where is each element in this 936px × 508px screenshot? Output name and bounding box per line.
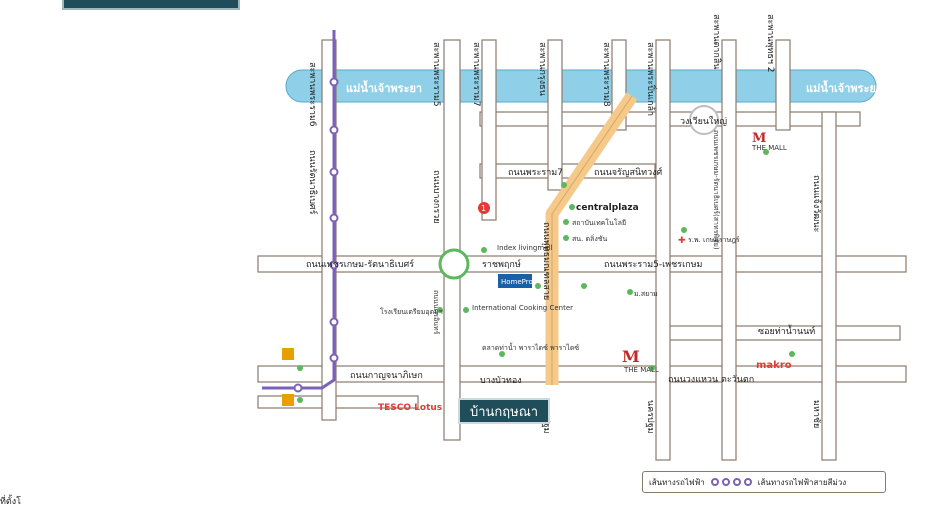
label-the-mall-2: THE MALL <box>623 366 659 374</box>
label-bang-bua-thong: บางบัวทอง <box>480 376 522 386</box>
number-marker-label: 1 <box>481 204 486 213</box>
label-market: ตลาดท่าน้ำ พาราไดซ์ พาราไดซ์ <box>482 341 579 352</box>
label-central-plaza: centralplaza <box>576 203 639 213</box>
label-hospital: ร.พ. เกษมราษฎร์ <box>688 236 740 244</box>
label-pinklao: สะพานพระปิ่นเกล้า <box>645 42 658 116</box>
bigc-icon-1 <box>282 348 294 360</box>
label-rama2: สะพานพุทธฯ 2 <box>765 14 775 72</box>
label-school-1: โรงเรียนเตรียมอุดมฯ <box>380 307 443 316</box>
label-nong-khaem: ถนนวงแหวน ตะวันตก <box>668 375 754 385</box>
label-wong-wian-yai: วงเวียนใหญ่ <box>680 116 727 127</box>
legend: เส้นทางรถไฟฟ้า เส้นทางรถไฟฟ้าสายสีม่วง <box>642 471 886 493</box>
label-nonthaburi-2: นครปฐม <box>645 400 655 434</box>
label-chaengwattana: ถนนแจ้งวัฒนะ <box>811 175 822 233</box>
river-label-left: แม่น้ำเจ้าพระยา <box>346 80 422 95</box>
label-tesco: TESCO Lotus <box>378 403 442 413</box>
project-marker: บ้านกฤษณา <box>458 398 550 424</box>
label-charansanitwong: ถนนจรัญสนิทวงศ์ <box>594 166 663 178</box>
label-krungthon: สะพานกรุงธน <box>537 42 547 96</box>
label-bangkruai: ถนนบางกรวย <box>431 170 441 224</box>
legend-purple-line-label: เส้นทางรถไฟฟ้าสายสีม่วง <box>757 477 847 487</box>
place-markers <box>297 149 795 403</box>
mall-icon-2: M <box>622 347 640 366</box>
label-international-cooking: International Cooking Center <box>472 304 573 312</box>
vertical-roads <box>321 39 837 461</box>
top-banner <box>62 0 240 10</box>
label-nakhon-in: ถนนนครอินทร์ <box>432 290 440 335</box>
label-msch: ม.สยาม <box>634 290 658 298</box>
label-ratchaphruek: ราชพฤกษ์ <box>482 258 521 270</box>
legend-sky-train-label: เส้นทางรถไฟฟ้า <box>649 477 705 487</box>
roundabout-ratchaphruek <box>438 248 470 280</box>
label-homepro: HomePro <box>501 278 533 286</box>
label-phetkasem-right: ถนนเพชรเกษม-รัตนาธิเบศร์(สาทรพิชัย) <box>712 130 720 250</box>
label-makro: makro <box>756 360 792 371</box>
label-soi-tha-nam-non: ซอยท่าน้ำนนท์ <box>758 324 815 337</box>
legend-purple-line-icon <box>710 478 752 486</box>
number-marker <box>478 202 490 214</box>
label-index: Index livingmall <box>497 244 552 252</box>
mall-icon-1: M <box>752 131 766 146</box>
label-rama5-bridge: สะพานพระราม5 <box>431 42 441 107</box>
purple-line <box>262 30 336 390</box>
label-rama7-bridge: สะพานพระราม7 <box>471 42 481 107</box>
label-school-3: สน. ตลิ่งชัน <box>572 234 608 243</box>
label-rama6: สะพานพระราม6 <box>307 62 317 127</box>
label-rattanathibet-left: ถนนรัตนาธิเบศร์ <box>307 150 319 215</box>
purple-line-stations <box>293 77 339 393</box>
label-the-mall-1: THE MALL <box>751 144 787 152</box>
label-rama8: สะพานพระราม8 <box>601 42 611 107</box>
label-rama7-rd: ถนนพระราม7 <box>508 168 563 178</box>
hospital-icon: ✚ <box>678 236 686 246</box>
label-phetkasem-rattanathibet: ถนนเพชรเกษม-รัตนาธิเบศร์ <box>306 258 414 270</box>
label-kanchanaphisek: ถนนกาญจนาภิเษก <box>350 370 423 381</box>
label-nonthaburi-3: มหาชัย <box>811 400 821 428</box>
roundabout-wong-wian-yai <box>689 105 719 135</box>
river-label-right: แม่น้ำเจ้าพระยา <box>806 80 882 95</box>
bigc-icon-2 <box>282 394 294 406</box>
footer-text: ที่ตั้งโ <box>0 497 22 507</box>
homepro-logo <box>498 274 532 288</box>
label-rama5-phetkasem: ถนนพระราม5-เพชรเกษม <box>604 260 703 270</box>
label-orange-expressway: ถนนพุทธมณฑลสาย <box>541 222 551 300</box>
label-taksin: สะพานตากสิน <box>711 14 722 69</box>
label-school-2: สถาบันเทคโนโลยี <box>572 218 626 227</box>
